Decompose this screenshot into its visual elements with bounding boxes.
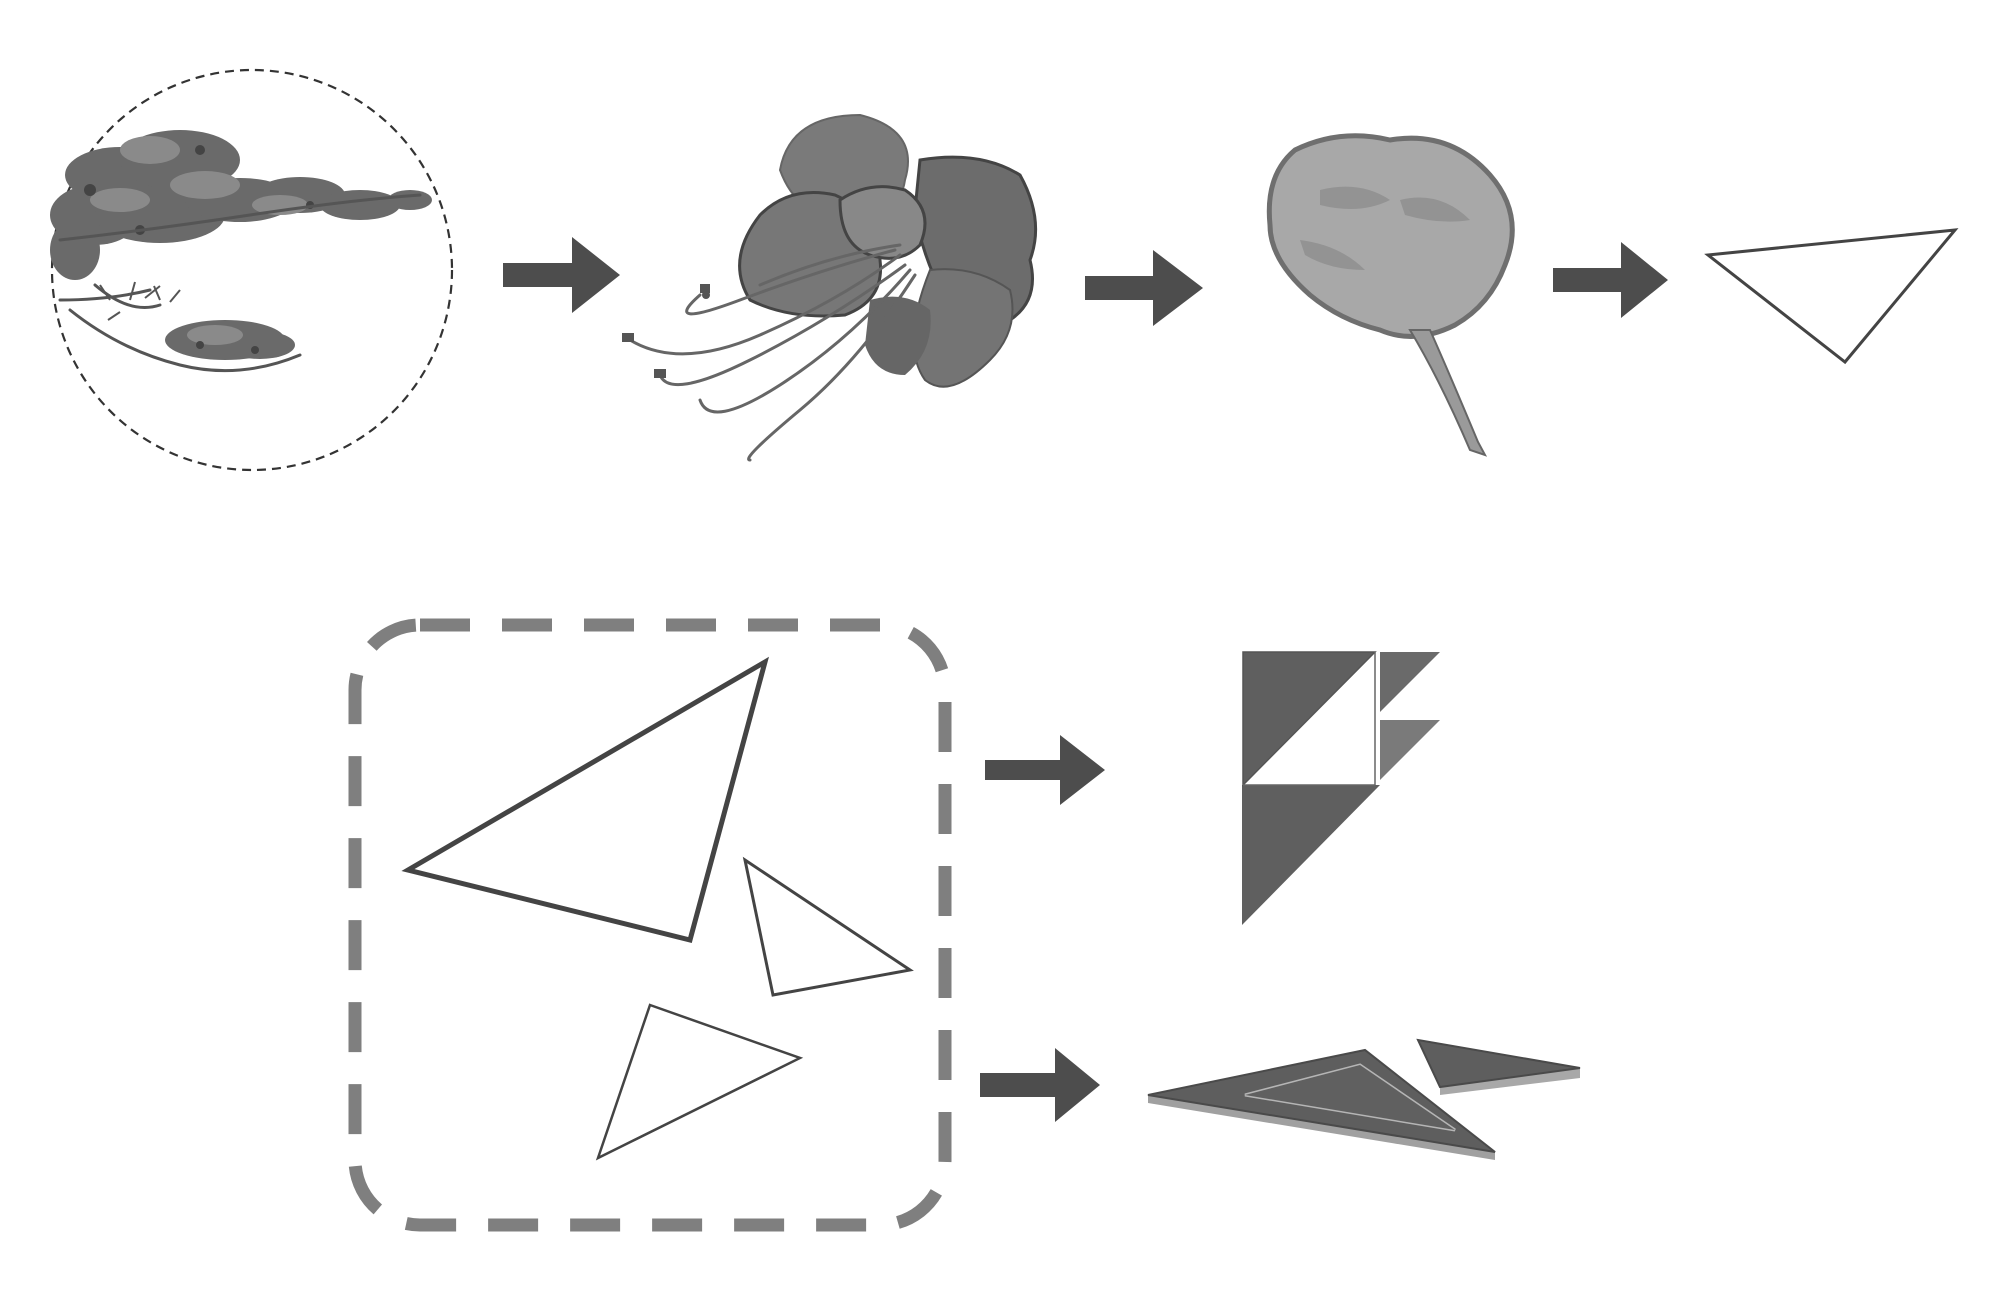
tree-branch-stage: [50, 68, 454, 472]
petal-icon: [1266, 133, 1515, 457]
arrow-right-icon: [985, 735, 1105, 805]
triangle-group-stage: [348, 618, 952, 1232]
triangle-tiling-stage: [1242, 651, 1440, 925]
triangle-group-icon: [401, 656, 914, 1161]
petal-stage: [1266, 133, 1515, 457]
triangle-slab-icon: [1147, 1038, 1581, 1160]
dashed-rounded-frame: [348, 618, 952, 1232]
tree-branch-icon: [50, 130, 432, 373]
triangle-3d-slabs-stage: [1147, 1038, 1581, 1160]
triangle-outline-icon: [1704, 228, 1959, 365]
triangle-abstraction-stage: [1704, 228, 1959, 365]
arrow-right-icon: [1085, 250, 1203, 326]
arrow-right-icon: [503, 237, 620, 313]
triangle-tiling-icon: [1242, 651, 1440, 925]
arrow-right-icon: [1553, 242, 1668, 318]
dashed-circle-frame: [50, 68, 454, 472]
flower-icon: [622, 113, 1038, 462]
flower-stage: [622, 113, 1038, 462]
arrow-right-icon: [980, 1048, 1100, 1122]
